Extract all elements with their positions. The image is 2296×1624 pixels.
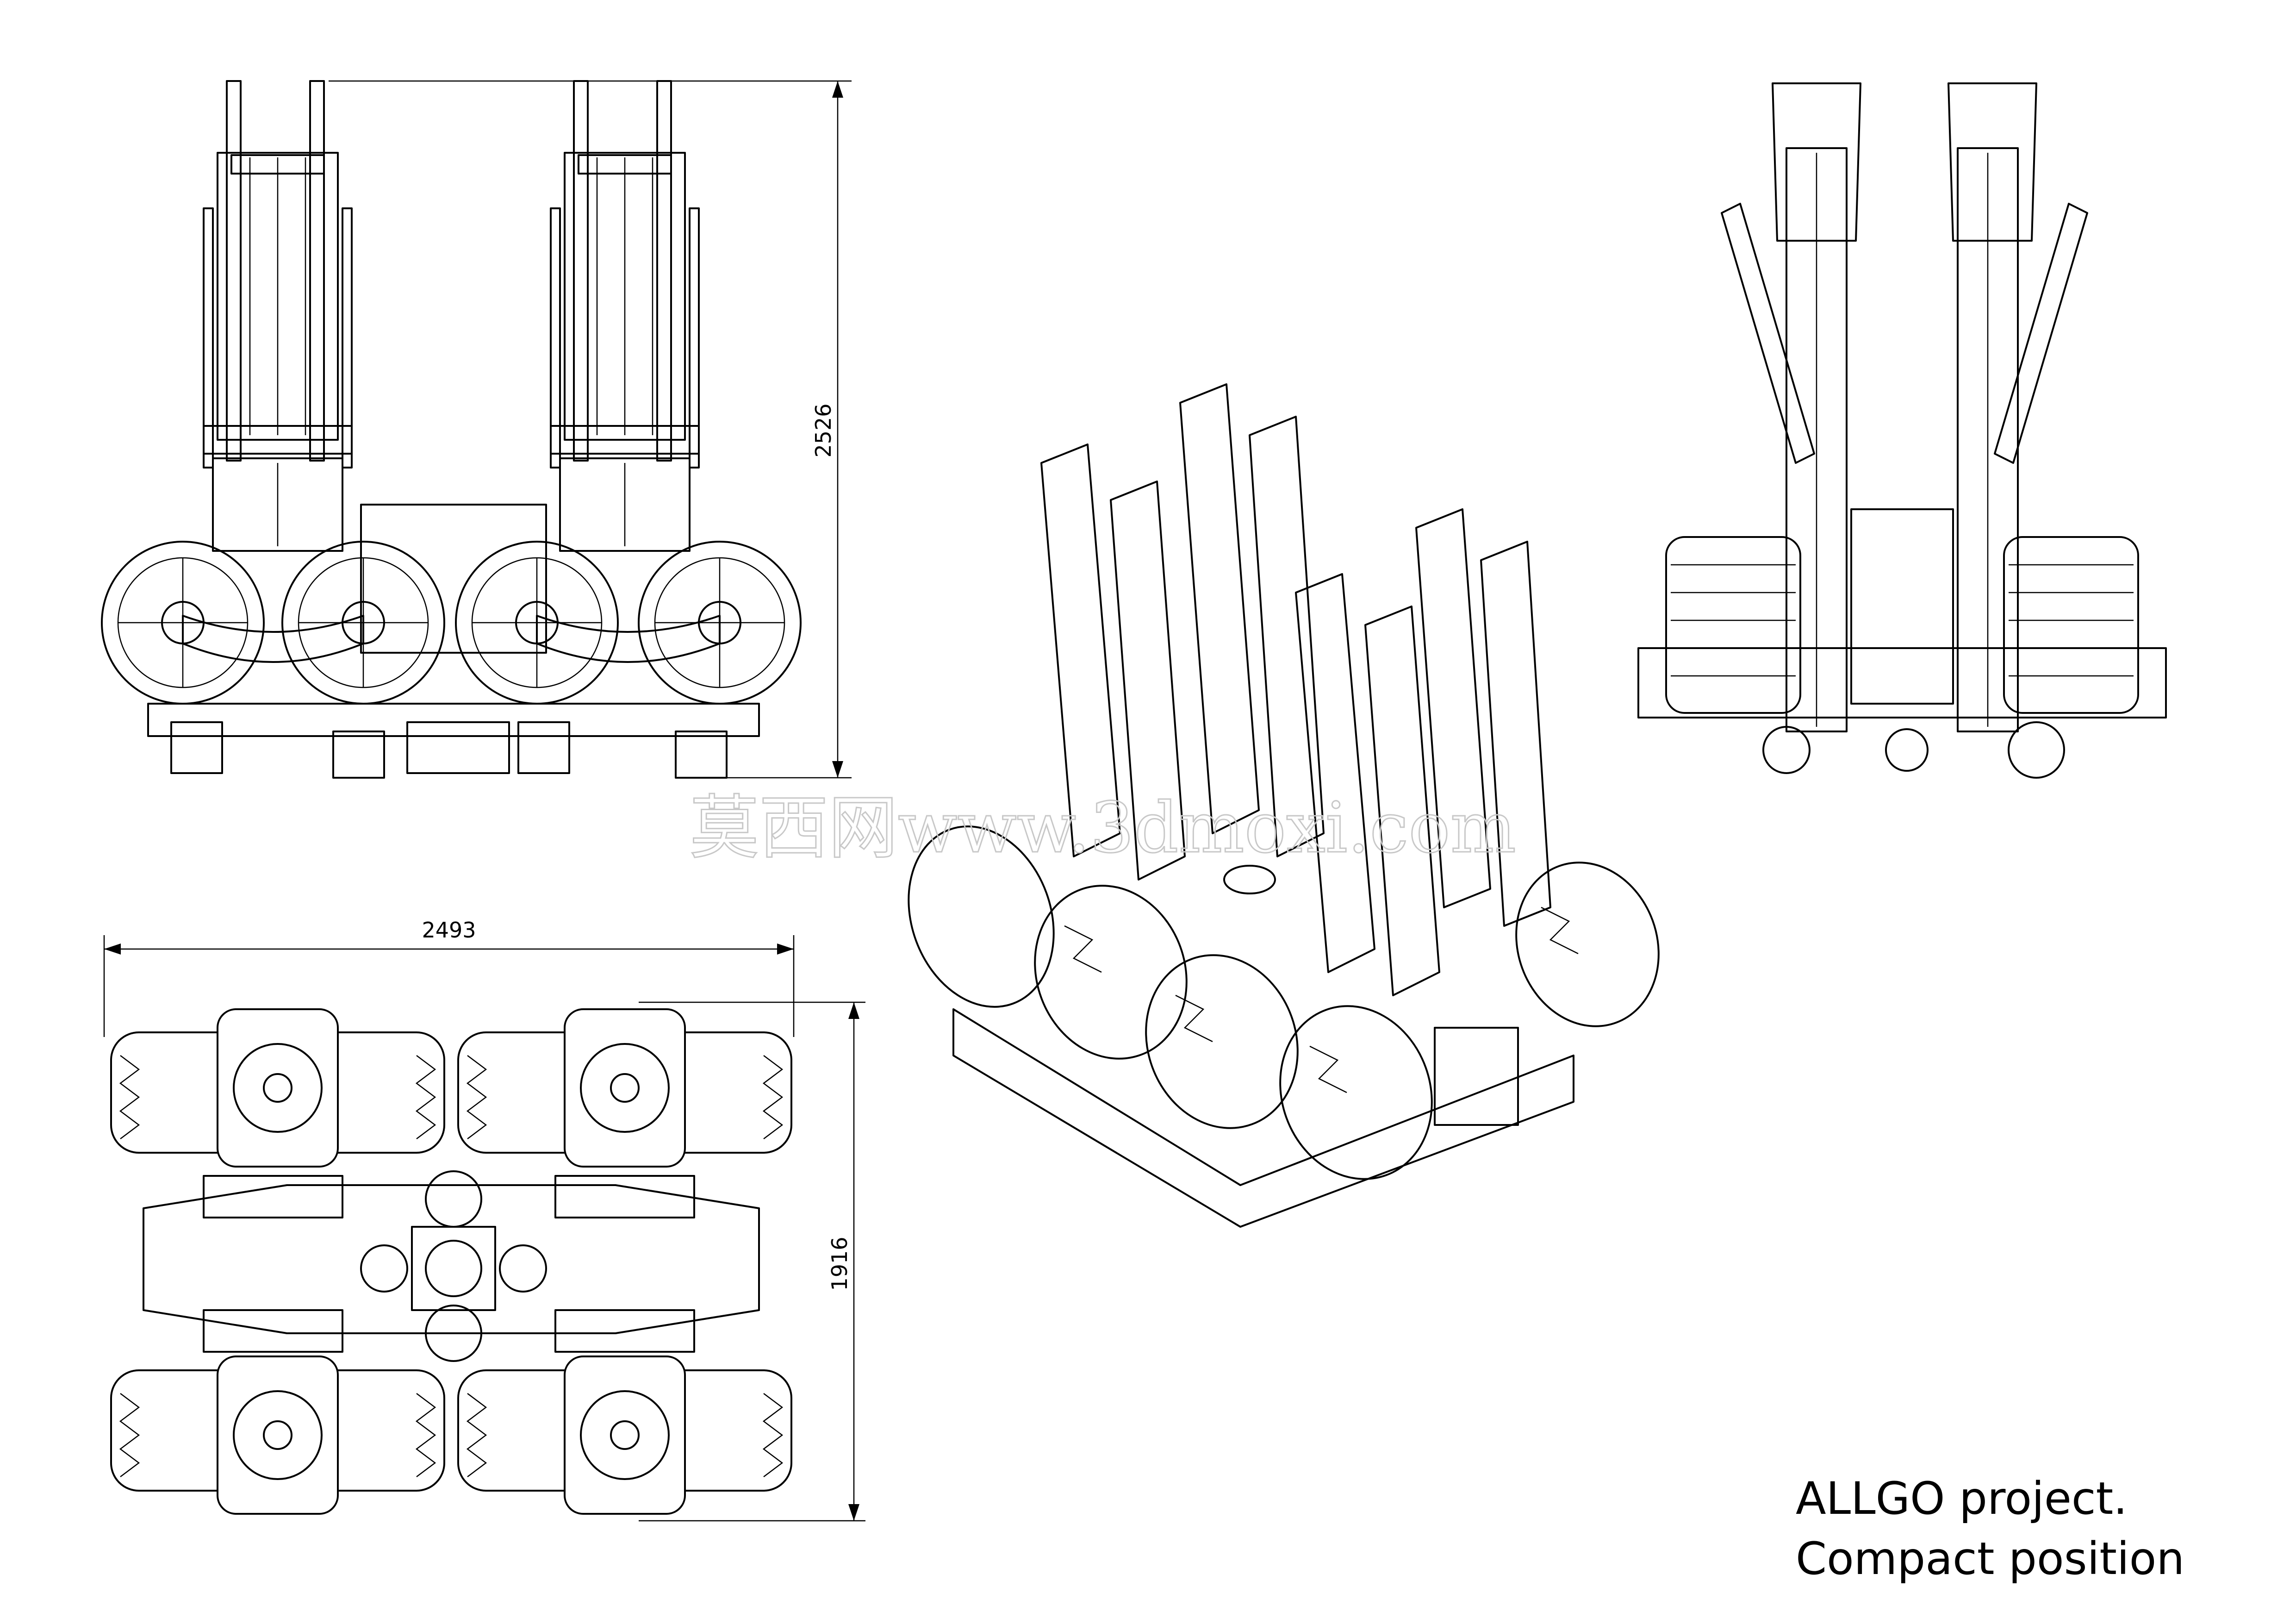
right-rocker: [536, 615, 721, 663]
base-frame: [147, 703, 760, 737]
height-dimension-label: 2526: [811, 403, 836, 457]
iso-base: [952, 1008, 1574, 1228]
title-line-2: Compact position: [1796, 1533, 2184, 1585]
width-dimension-label: 2493: [422, 918, 476, 943]
title-line-1: ALLGO project.: [1796, 1473, 2128, 1524]
watermark-text: 莫西网www.3dmoxi.com: [690, 788, 1516, 868]
front-view: 2526: [101, 80, 852, 779]
top-hubs: [217, 1008, 686, 1515]
width-dimension: 2493: [103, 918, 795, 1037]
iso-wheels: [908, 825, 1660, 1180]
right-mast: [550, 80, 700, 552]
center-housing: [360, 504, 547, 654]
isometric-view: [908, 383, 1660, 1228]
iso-masts: [1040, 383, 1551, 996]
left-rocker: [182, 615, 364, 663]
top-wheels: [110, 1031, 792, 1492]
left-mast: [203, 80, 353, 552]
top-chassis: [143, 1184, 760, 1334]
front-wheels: [101, 541, 802, 705]
depth-dimension: 1916: [639, 1001, 865, 1522]
depth-dimension-label: 1916: [827, 1237, 852, 1291]
top-center-box: [411, 1226, 496, 1311]
side-view: [1637, 82, 2167, 779]
top-view: 2493 1916: [103, 918, 865, 1522]
height-dimension: 2526: [329, 80, 852, 779]
